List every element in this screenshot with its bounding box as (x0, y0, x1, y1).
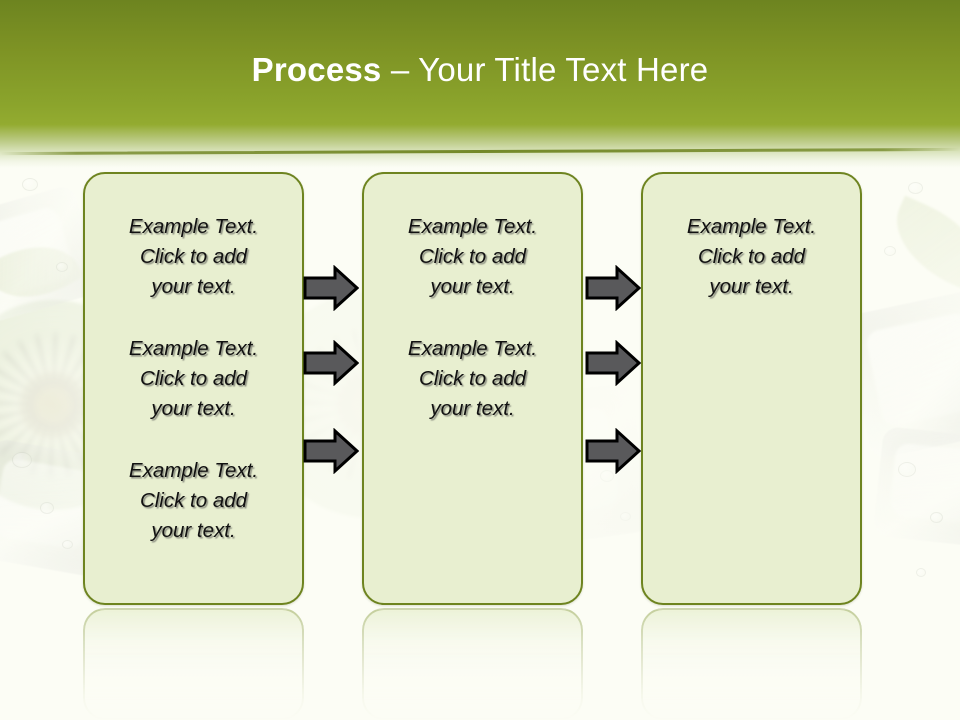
process-arrow-2-1[interactable] (585, 265, 641, 311)
right-arrow-icon (585, 428, 641, 474)
process-box-2-paragraph-1[interactable]: Example Text. Click to add your text. (407, 215, 538, 298)
process-box-1-paragraph-2[interactable]: Example Text. Click to add your text. (128, 337, 259, 420)
title-header-band (0, 0, 960, 168)
process-arrow-1-1[interactable] (303, 265, 359, 311)
process-arrow-2-2[interactable] (585, 340, 641, 386)
process-box-3[interactable]: Example Text. Click to add your text. (641, 172, 862, 605)
process-box-2-paragraph-2[interactable]: Example Text. Click to add your text. (407, 337, 538, 420)
page-title-rest: – Your Title Text Here (381, 51, 709, 88)
process-arrow-1-2[interactable] (303, 340, 359, 386)
process-box-3-paragraph-1[interactable]: Example Text. Click to add your text. (686, 215, 817, 298)
process-box-1-reflection (83, 608, 304, 720)
process-box-1[interactable]: Example Text. Click to add your text. Ex… (83, 172, 304, 605)
right-arrow-icon (303, 340, 359, 386)
page-title-bold: Process (251, 51, 382, 88)
right-arrow-icon (585, 340, 641, 386)
process-box-3-reflection (641, 608, 862, 720)
process-box-1-paragraph-1[interactable]: Example Text. Click to add your text. (128, 215, 259, 298)
process-arrow-2-3[interactable] (585, 428, 641, 474)
process-box-2-reflection (362, 608, 583, 720)
right-arrow-icon (303, 428, 359, 474)
page-title: Process – Your Title Text Here (0, 50, 960, 90)
process-arrow-1-3[interactable] (303, 428, 359, 474)
right-arrow-icon (585, 265, 641, 311)
right-arrow-icon (303, 265, 359, 311)
process-box-2[interactable]: Example Text. Click to add your text. Ex… (362, 172, 583, 605)
process-box-1-paragraph-3[interactable]: Example Text. Click to add your text. (128, 459, 259, 542)
